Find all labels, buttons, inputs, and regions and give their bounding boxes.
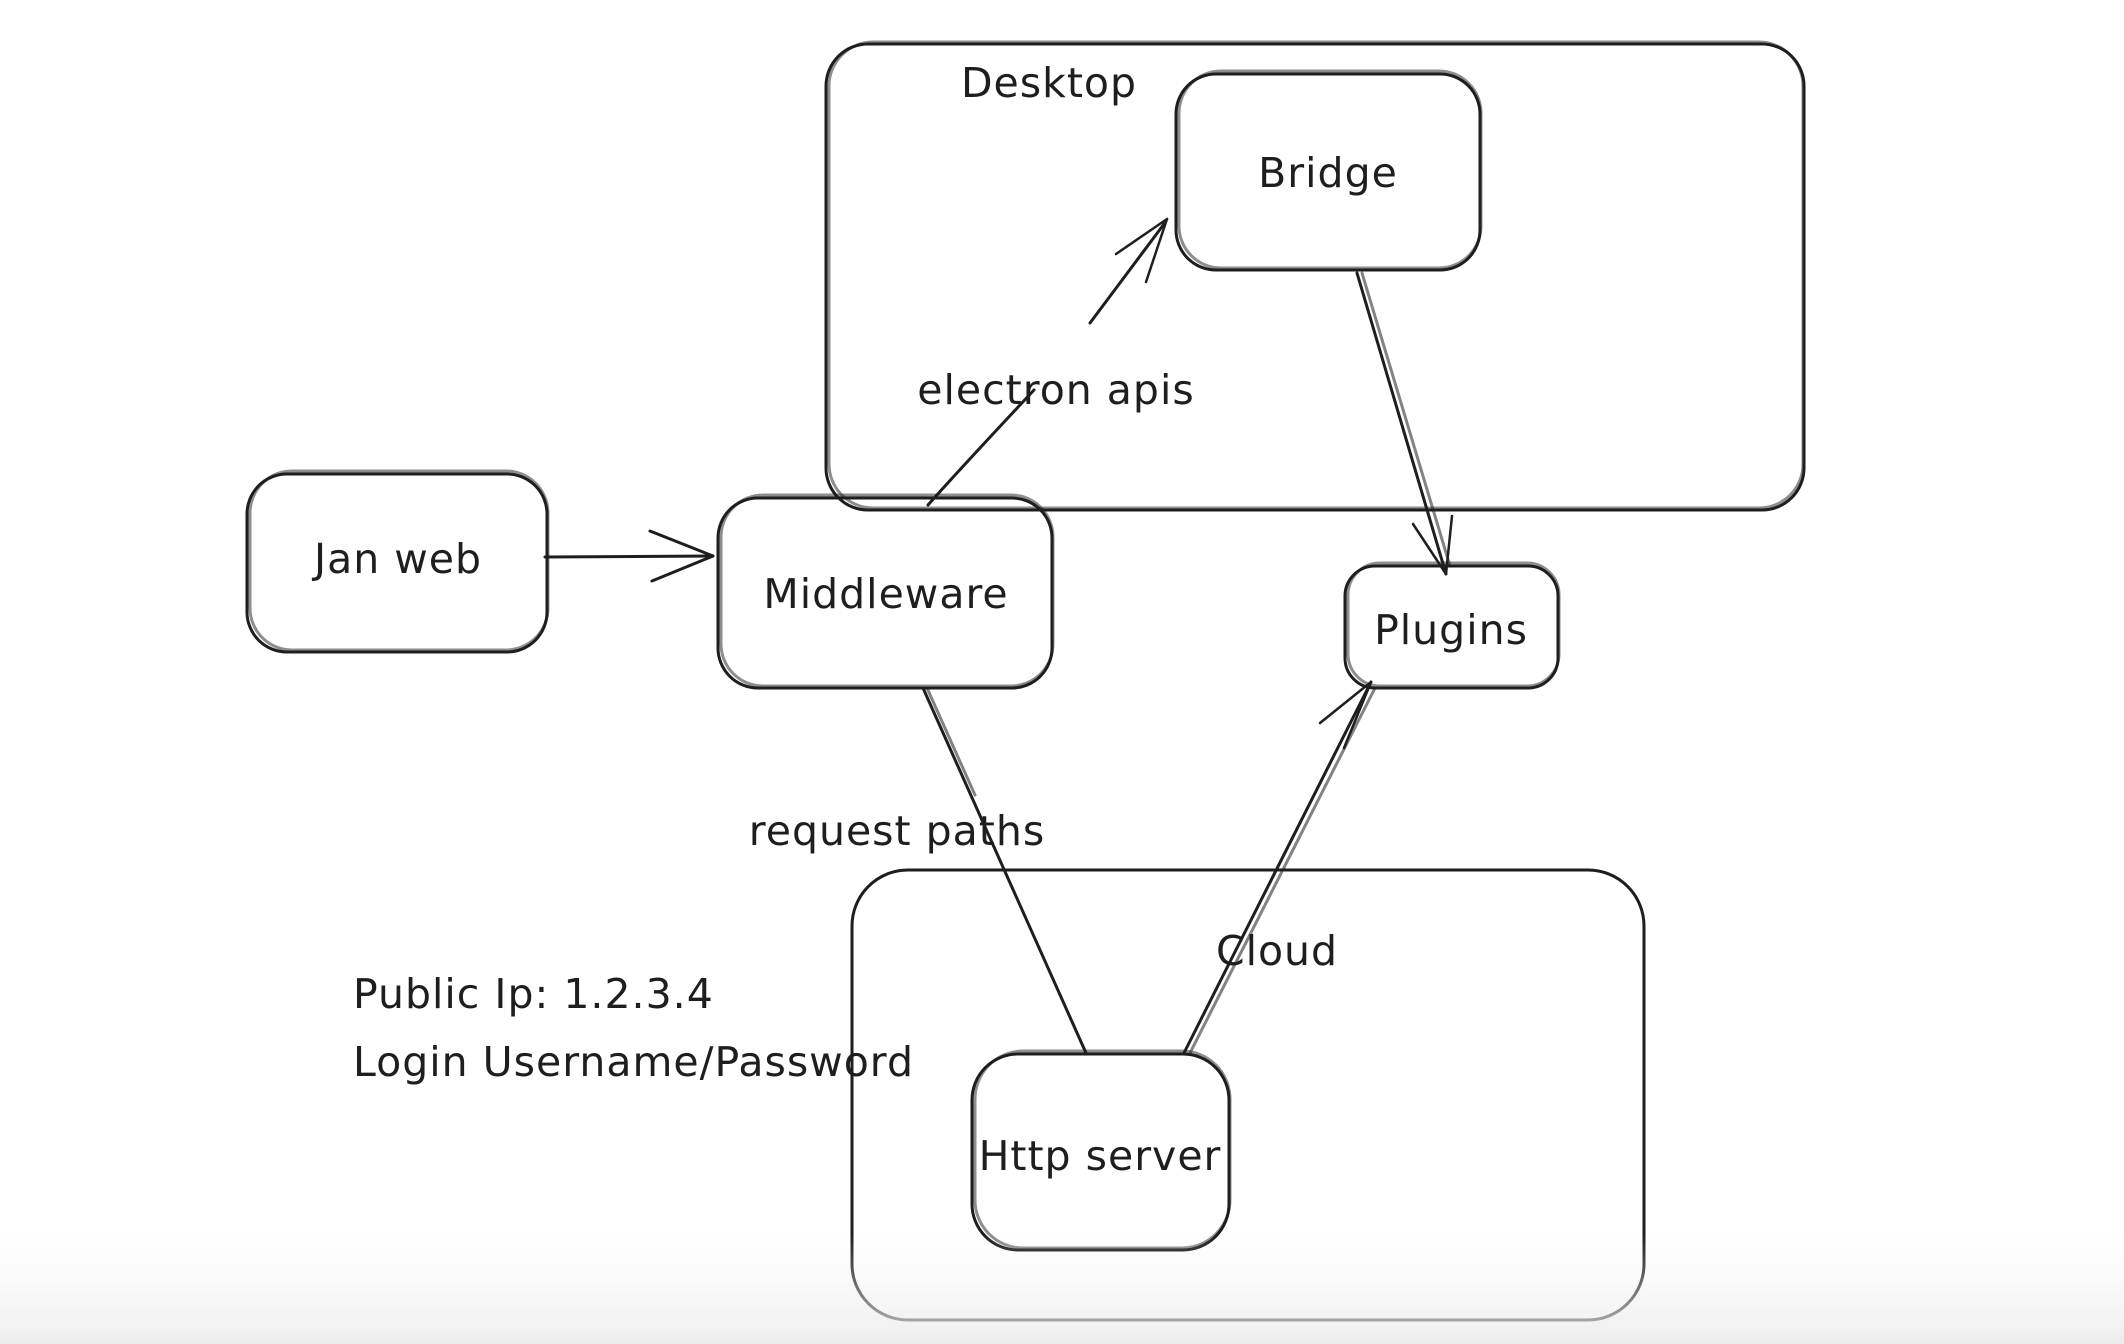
arrow-middleware-to-bridge[interactable] [926,217,1169,507]
http-server-node[interactable]: Http server [970,1049,1232,1252]
arrow-bridge-to-plugins[interactable] [1355,271,1454,576]
arrow-httpserver-to-plugins-barb-left [1318,680,1373,725]
bridge-node-box-sketch [1177,69,1483,270]
desktop-container-box[interactable] [824,42,1806,512]
bridge-node[interactable]: Bridge [1174,69,1483,272]
jan-web-node[interactable]: Jan web [245,469,550,654]
middleware-node[interactable]: Middleware [716,493,1055,690]
arrow-bridge-to-plugins-line [1355,271,1448,576]
arrow-httpserver-to-plugins[interactable] [1182,680,1377,1055]
bottom-fade-strip [0,1235,2124,1344]
jan-web-node-box-sketch [248,469,550,652]
electron-apis-edge-label[interactable]: electron apis [917,366,1194,414]
arrow-httpserver-to-plugins-line [1182,680,1373,1055]
arrow-janweb-to-middleware-barb-lower [650,554,715,583]
public-ip-text[interactable]: Public Ip: 1.2.3.4 [353,970,714,1018]
desktop-container-label: Desktop [961,59,1137,107]
arrow-janweb-to-middleware-barb-upper [648,529,715,558]
arrow-bridge-to-plugins-barb-left [1411,522,1448,576]
middleware-node-box-sketch [719,493,1055,688]
jan-web-node-label: Jan web [311,535,482,583]
desktop-container[interactable]: Desktop [824,40,1806,512]
plugins-node-box-sketch [1346,561,1561,688]
plugins-node-label: Plugins [1374,606,1528,654]
arrow-bridge-to-plugins-barb-right [1444,514,1454,576]
arrow-middleware-to-bridge-line-lower [926,388,1036,507]
line-middleware-to-httpserver[interactable] [921,686,1088,1055]
request-paths-edge-label[interactable]: request paths [749,807,1045,855]
arrow-middleware-to-bridge-line-upper [1088,222,1166,325]
middleware-node-label: Middleware [763,570,1008,618]
login-credentials-text[interactable]: Login Username/Password [353,1038,914,1086]
bridge-node-label: Bridge [1258,149,1398,197]
line-middleware-to-httpserver-line [921,686,1088,1055]
arrow-middleware-to-bridge-barb-lower [1144,217,1169,284]
arrow-bridge-to-plugins-line-sketch [1360,271,1452,568]
arrow-httpserver-to-plugins-barb-lower [1342,680,1373,750]
line-middleware-to-httpserver-sketch [925,686,977,797]
arrow-janweb-to-middleware[interactable] [543,529,715,583]
plugins-node[interactable]: Plugins [1343,561,1561,690]
arrow-janweb-to-middleware-line [543,554,715,559]
http-server-node-label: Http server [979,1132,1222,1180]
desktop-container-box-sketch [827,40,1805,510]
arrow-middleware-to-bridge-barb-left [1114,217,1169,256]
